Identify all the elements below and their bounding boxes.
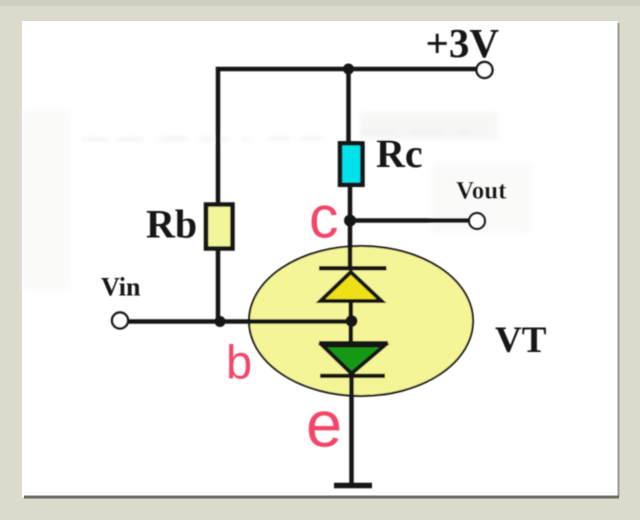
svg-text:b: b	[226, 336, 252, 389]
svg-text:e: e	[306, 388, 342, 461]
svg-text:Vout: Vout	[456, 178, 507, 205]
svg-text:c: c	[309, 185, 339, 251]
svg-text:Vin: Vin	[101, 273, 141, 302]
svg-text:Rc: Rc	[376, 131, 423, 176]
svg-text:VT: VT	[495, 320, 547, 361]
svg-text:+3V: +3V	[426, 20, 500, 66]
svg-text:Rb: Rb	[146, 202, 197, 247]
